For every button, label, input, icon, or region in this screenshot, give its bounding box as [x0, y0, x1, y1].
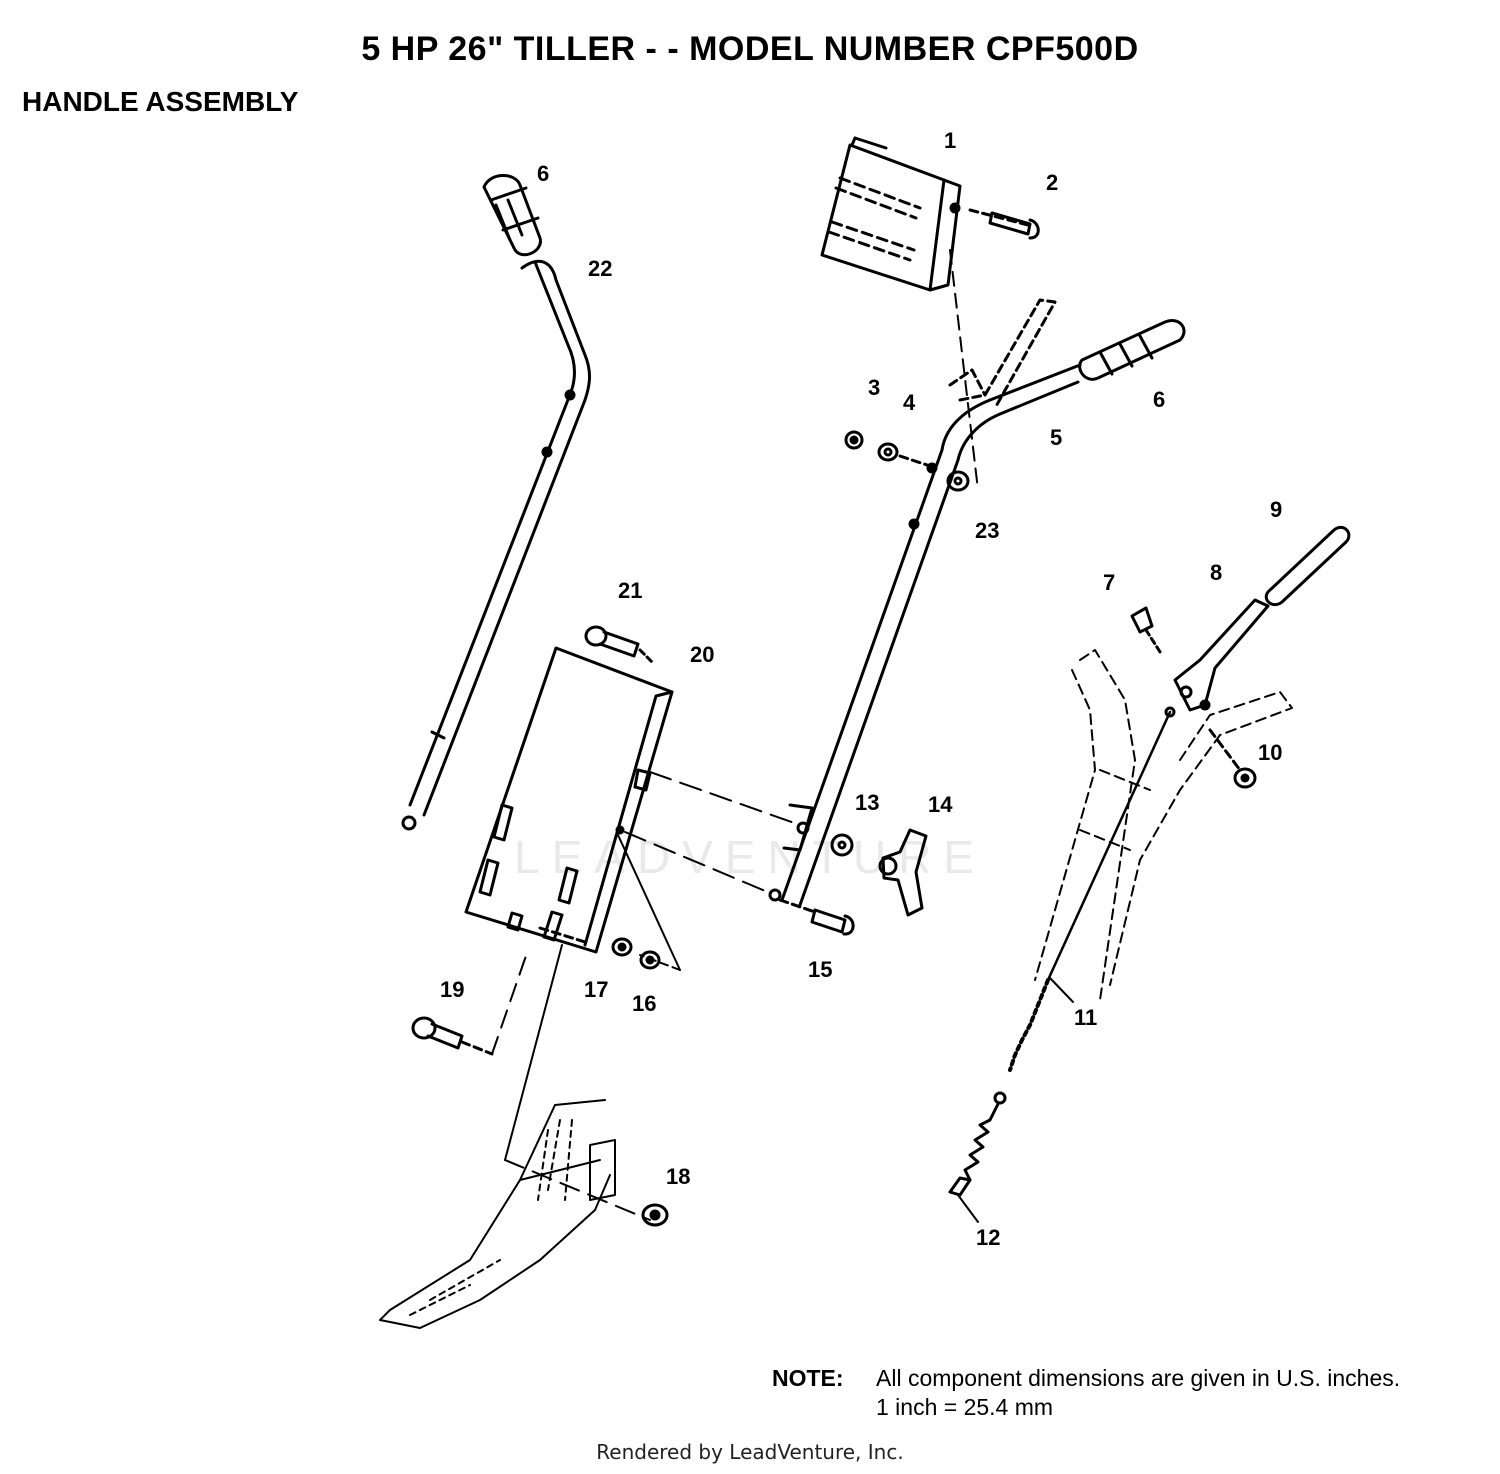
lever-part-8 [1173, 598, 1270, 712]
callout-14: 14 [928, 792, 953, 817]
callout-21: 21 [618, 578, 642, 603]
tiller-frame [379, 944, 651, 1329]
nut-part-16 [639, 950, 661, 970]
nut-part-3 [844, 430, 864, 450]
callout-1: 1 [944, 128, 956, 153]
bolt-part-15 [778, 898, 855, 936]
nut-part-10 [1208, 728, 1257, 789]
watermark-text: LEADVENTURE [514, 831, 986, 883]
callout-5: 5 [1050, 425, 1062, 450]
phantom-handle-outline [1034, 649, 1293, 1001]
left-handle-tube [401, 259, 591, 831]
bolt-part-21 [584, 625, 656, 666]
callout-16: 16 [632, 991, 656, 1016]
washer-part-4 [877, 442, 932, 468]
callout-22: 22 [588, 256, 612, 281]
callout-15: 15 [808, 957, 832, 982]
nut-part-17 [611, 937, 633, 957]
callout-6-right: 6 [1153, 387, 1165, 412]
right-handle-tube [768, 298, 1082, 907]
note-line-1: All component dimensions are given in U.… [876, 1365, 1401, 1391]
callout-19: 19 [440, 977, 464, 1002]
callout-3: 3 [868, 375, 880, 400]
washer-part-23 [946, 470, 970, 492]
callout-7: 7 [1103, 570, 1115, 595]
callout-6-left: 6 [537, 161, 549, 186]
screw-part-2 [968, 208, 1040, 240]
callout-8: 8 [1210, 560, 1222, 585]
units-note: NOTE: All component dimensions are given … [772, 1364, 1400, 1422]
control-rod-part-11 [1008, 706, 1176, 1072]
callout-2: 2 [1046, 170, 1058, 195]
washer-part-13 [830, 833, 854, 857]
callout-18: 18 [666, 1164, 690, 1189]
callout-23: 23 [975, 518, 999, 543]
callout-4: 4 [903, 390, 916, 415]
bolt-part-19 [411, 949, 529, 1056]
bolt-part-7 [1130, 606, 1164, 657]
callout-17: 17 [584, 977, 608, 1002]
lever-grip-part-9 [1264, 525, 1351, 607]
handle-bracket [464, 646, 674, 954]
page-title: 5 HP 26" TILLER - - MODEL NUMBER CPF500D [361, 30, 1139, 68]
right-handle-grip [1078, 319, 1186, 381]
nut-part-18 [641, 1203, 669, 1227]
footer-credit: Rendered by LeadVenture, Inc. [596, 1440, 904, 1464]
spring-part-12 [948, 1091, 1007, 1197]
note-label: NOTE: [772, 1365, 844, 1391]
section-subtitle: HANDLE ASSEMBLY [22, 86, 299, 117]
control-box [820, 136, 962, 292]
callout-13: 13 [855, 790, 879, 815]
callout-10: 10 [1258, 740, 1282, 765]
callout-20: 20 [690, 642, 714, 667]
knob-part-14 [878, 828, 928, 917]
callout-11: 11 [1074, 1005, 1097, 1030]
note-line-2: 1 inch = 25.4 mm [876, 1394, 1054, 1420]
callout-12: 12 [976, 1225, 1000, 1250]
left-handle-grip [482, 174, 542, 257]
callout-9: 9 [1270, 497, 1282, 522]
